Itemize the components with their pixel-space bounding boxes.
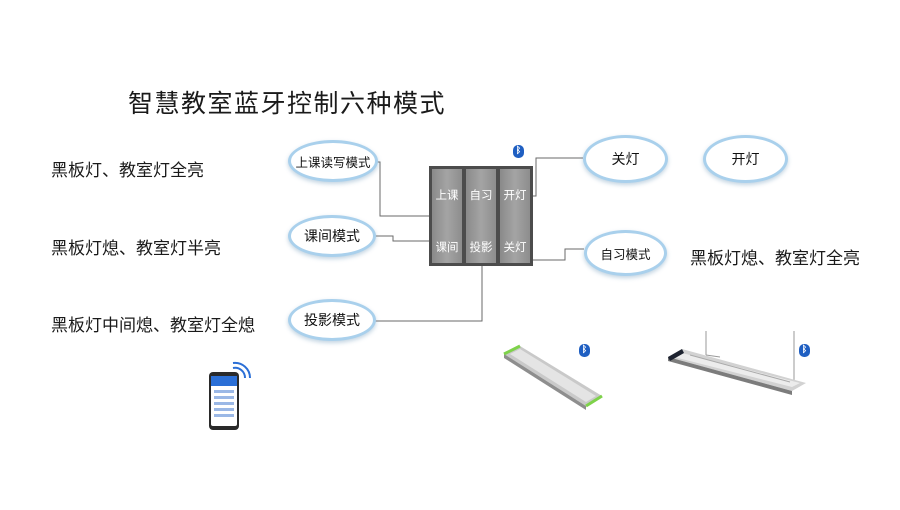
blackboard-lamp-image [503,344,603,410]
bluetooth-icon: ᛒ [799,344,810,357]
switch-key-lecture: 上课 [435,188,459,202]
classroom-lamp-image [668,331,806,395]
bluetooth-icon: ᛒ [513,145,524,158]
switch-column-1: 上课 课间 [432,169,462,263]
mode-off-label: 关灯 [611,152,640,168]
page-title: 智慧教室蓝牙控制六种模式 [128,89,447,118]
description-full-on: 黑板灯、教室灯全亮 [51,161,204,181]
mode-self-study-bubble: 自习模式 [584,230,667,276]
mode-break-bubble: 课间模式 [288,215,376,257]
switch-column-3: 开灯 关灯 [500,169,530,263]
mode-off-bubble: 关灯 [583,135,668,183]
mode-on-label: 开灯 [731,152,760,168]
mode-projection-bubble: 投影模式 [288,299,376,341]
smartphone-icon [209,361,252,430]
description-self-study: 黑板灯熄、教室灯全亮 [690,249,860,269]
switch-key-projection: 投影 [469,240,493,254]
wifi-icon [232,366,247,379]
switch-key-on: 开灯 [503,188,527,202]
switch-key-self-study: 自习 [469,188,493,202]
mode-lecture-bubble: 上课读写模式 [288,140,378,182]
mode-on-bubble: 开灯 [703,135,788,183]
mode-break-label: 课间模式 [304,229,360,245]
description-all-off: 黑板灯中间熄、教室灯全熄 [51,316,255,336]
mode-lecture-label: 上课读写模式 [295,154,371,170]
switch-column-2: 自习 投影 [466,169,496,263]
switch-key-break: 课间 [435,240,459,254]
switch-key-off: 关灯 [503,240,527,254]
mode-projection-label: 投影模式 [304,313,360,329]
bluetooth-icon: ᛒ [579,344,590,357]
mode-self-study-label: 自习模式 [600,246,651,262]
switch-panel: 上课 课间 自习 投影 开灯 关灯 [429,166,533,266]
description-half-on: 黑板灯熄、教室灯半亮 [51,239,221,259]
